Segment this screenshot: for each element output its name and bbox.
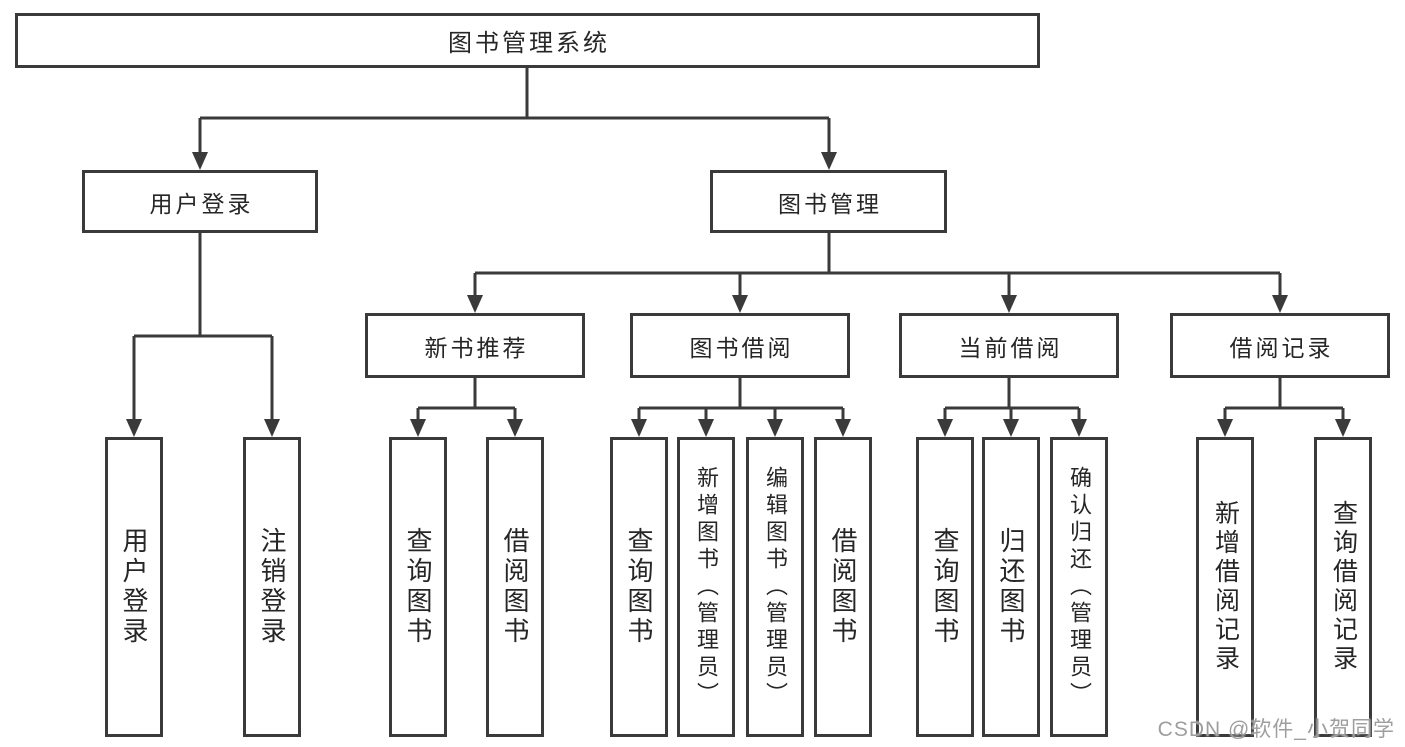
connector-book-borrow-children: [637, 378, 845, 423]
node-label: 归还图书: [996, 527, 1026, 647]
leaf-confirm-return-admin: 确认归还（管理员）: [1050, 437, 1108, 737]
leaf-return-books: 归还图书: [982, 437, 1040, 737]
leaf-query-books-1: 查询图书: [389, 437, 447, 737]
leaf-query-books-2: 查询图书: [610, 437, 668, 737]
node-label: 借阅记录: [1229, 334, 1334, 361]
connector-book-mgmt-to-level3: [473, 233, 1282, 299]
leaf-add-borrow-record: 新增借阅记录: [1196, 437, 1254, 737]
node-book-borrowing: 图书借阅: [630, 313, 850, 378]
node-label: 借阅图书: [500, 527, 530, 647]
node-current-borrowing: 当前借阅: [899, 313, 1119, 378]
node-label: 当前借阅: [958, 334, 1063, 361]
connector-user-login-children: [132, 233, 274, 423]
node-label: 图书管理系统: [448, 30, 610, 57]
node-root-library-system: 图书管理系统: [15, 13, 1040, 68]
arrowheads: [126, 152, 1351, 437]
connector-current-borrow-children: [943, 378, 1081, 423]
node-new-book-recommend: 新书推荐: [365, 313, 585, 378]
node-label: 图书管理: [778, 190, 882, 217]
node-label: 新增借阅记录: [1211, 500, 1240, 674]
node-label: 用户登录: [119, 527, 149, 647]
node-label: 借阅图书: [828, 527, 858, 647]
leaf-edit-books-admin: 编辑图书（管理员）: [746, 437, 804, 737]
node-label: 图书借阅: [689, 334, 794, 361]
leaf-query-borrow-record: 查询借阅记录: [1314, 437, 1372, 737]
node-label: 查询借阅记录: [1329, 500, 1358, 674]
csdn-watermark: CSDN @软件_小贺同学: [1157, 718, 1395, 741]
connector-root-to-level2: [198, 68, 831, 156]
node-label: 新增图书（管理员）: [694, 465, 719, 709]
node-label: 查询图书: [403, 527, 433, 647]
leaf-borrow-books-2: 借阅图书: [814, 437, 872, 737]
leaf-logout: 注销登录: [243, 437, 301, 737]
node-label: 新书推荐: [424, 334, 529, 361]
node-label: 确认归还（管理员）: [1067, 465, 1092, 709]
leaf-borrow-books-1: 借阅图书: [486, 437, 544, 737]
node-user-login: 用户登录: [82, 170, 318, 233]
leaf-add-books-admin: 新增图书（管理员）: [677, 437, 735, 737]
connector-borrow-record-children: [1223, 378, 1345, 423]
leaf-query-books-3: 查询图书: [916, 437, 974, 737]
node-book-management: 图书管理: [710, 170, 947, 233]
node-label: 查询图书: [930, 527, 960, 647]
node-label: 查询图书: [624, 527, 654, 647]
leaf-user-login: 用户登录: [105, 437, 163, 737]
node-borrowing-records: 借阅记录: [1170, 313, 1390, 378]
node-label: 用户登录: [149, 190, 254, 217]
node-label: 编辑图书（管理员）: [763, 465, 788, 709]
node-label: 注销登录: [257, 527, 287, 647]
connector-new-book-children: [416, 378, 517, 423]
